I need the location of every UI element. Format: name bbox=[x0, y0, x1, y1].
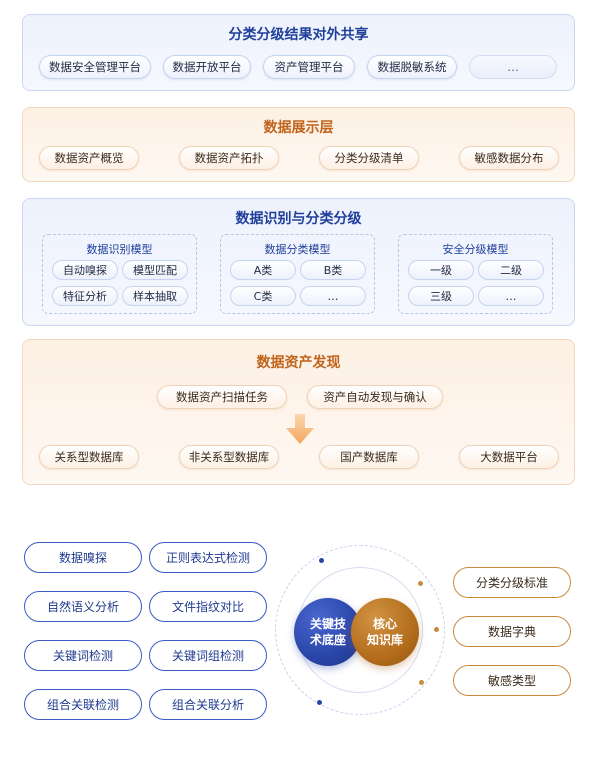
platform-pill-asset: 资产管理平台 bbox=[263, 55, 355, 79]
outer-orbit-ring bbox=[275, 545, 445, 715]
orbit-dot bbox=[419, 680, 424, 685]
tech-pill-sniff: 数据嗅探 bbox=[24, 542, 142, 573]
orbit-dot bbox=[319, 558, 324, 563]
discovery-layer-title: 数据资产发现 bbox=[256, 355, 341, 371]
orbit-dot bbox=[317, 700, 322, 705]
model-title-identify: 数据识别模型 bbox=[86, 243, 153, 256]
tech-pill-combo-detect: 组合关联检测 bbox=[24, 689, 142, 720]
display-pill-topology: 数据资产拓扑 bbox=[179, 146, 279, 170]
tech-pill-nlp: 自然语义分析 bbox=[24, 591, 142, 622]
orbit-dot bbox=[434, 627, 439, 632]
platform-pill-more: … bbox=[469, 55, 557, 79]
model-item: 自动嗅探 bbox=[52, 260, 118, 280]
knowledge-pill-sensitive-type: 敏感类型 bbox=[453, 665, 571, 696]
model-title-classify: 数据分类模型 bbox=[264, 243, 331, 256]
tech-pill-fingerprint: 文件指纹对比 bbox=[149, 591, 267, 622]
tech-pill-keyword: 关键词检测 bbox=[24, 640, 142, 671]
results-sharing-layer: 分类分级结果对外共享 数据安全管理平台 数据开放平台 资产管理平台 数据脱敏系统… bbox=[22, 14, 575, 91]
knowledge-pill-dictionary: 数据字典 bbox=[453, 616, 571, 647]
knowledge-base-label: 核心 知识库 bbox=[366, 616, 403, 647]
model-item: … bbox=[478, 286, 544, 306]
tech-base-label: 关键技 术底座 bbox=[309, 616, 346, 647]
model-item: 二级 bbox=[478, 260, 544, 280]
display-layer: 数据展示层 数据资产概览 数据资产拓扑 分类分级清单 敏感数据分布 bbox=[22, 107, 575, 182]
model-item: 特征分析 bbox=[52, 286, 118, 306]
model-item: A类 bbox=[230, 260, 296, 280]
display-pill-sensitive: 敏感数据分布 bbox=[459, 146, 559, 170]
display-pill-inventory: 分类分级清单 bbox=[319, 146, 419, 170]
source-pill-domestic: 国产数据库 bbox=[319, 445, 419, 469]
model-box-grading: 安全分级模型 一级 二级 三级 … bbox=[398, 234, 553, 314]
model-item: 一级 bbox=[408, 260, 474, 280]
platform-pill-open: 数据开放平台 bbox=[163, 55, 251, 79]
orbit-dot bbox=[418, 581, 423, 586]
down-arrow-icon bbox=[286, 414, 314, 444]
source-pill-bigdata: 大数据平台 bbox=[459, 445, 559, 469]
task-pill-scan: 数据资产扫描任务 bbox=[157, 385, 287, 409]
model-item: 模型匹配 bbox=[122, 260, 188, 280]
platform-pill-security: 数据安全管理平台 bbox=[39, 55, 151, 79]
model-item: … bbox=[300, 286, 366, 306]
display-layer-title: 数据展示层 bbox=[263, 120, 334, 136]
model-item: C类 bbox=[230, 286, 296, 306]
model-box-identify: 数据识别模型 自动嗅探 模型匹配 特征分析 样本抽取 bbox=[42, 234, 197, 314]
model-item: 样本抽取 bbox=[122, 286, 188, 306]
results-sharing-title: 分类分级结果对外共享 bbox=[228, 27, 369, 43]
identify-layer-title: 数据识别与分类分级 bbox=[235, 211, 362, 227]
display-pill-overview: 数据资产概览 bbox=[39, 146, 139, 170]
model-box-classify: 数据分类模型 A类 B类 C类 … bbox=[220, 234, 375, 314]
tech-base-core: 关键技 术底座 bbox=[294, 598, 362, 666]
tech-pill-regex: 正则表达式检测 bbox=[149, 542, 267, 573]
tech-pill-keyword-group: 关键词组检测 bbox=[149, 640, 267, 671]
model-item: B类 bbox=[300, 260, 366, 280]
discovery-layer: 数据资产发现 数据资产扫描任务 资产自动发现与确认 关系型数据库 非关系型数据库… bbox=[22, 339, 575, 485]
knowledge-pill-standard: 分类分级标准 bbox=[453, 567, 571, 598]
source-pill-relational: 关系型数据库 bbox=[39, 445, 139, 469]
model-title-grading: 安全分级模型 bbox=[442, 243, 509, 256]
source-pill-nonrelational: 非关系型数据库 bbox=[179, 445, 279, 469]
platform-pill-masking: 数据脱敏系统 bbox=[367, 55, 457, 79]
tech-pill-combo-analyze: 组合关联分析 bbox=[149, 689, 267, 720]
knowledge-base-core: 核心 知识库 bbox=[351, 598, 419, 666]
model-item: 三级 bbox=[408, 286, 474, 306]
task-pill-autodiscover: 资产自动发现与确认 bbox=[307, 385, 443, 409]
